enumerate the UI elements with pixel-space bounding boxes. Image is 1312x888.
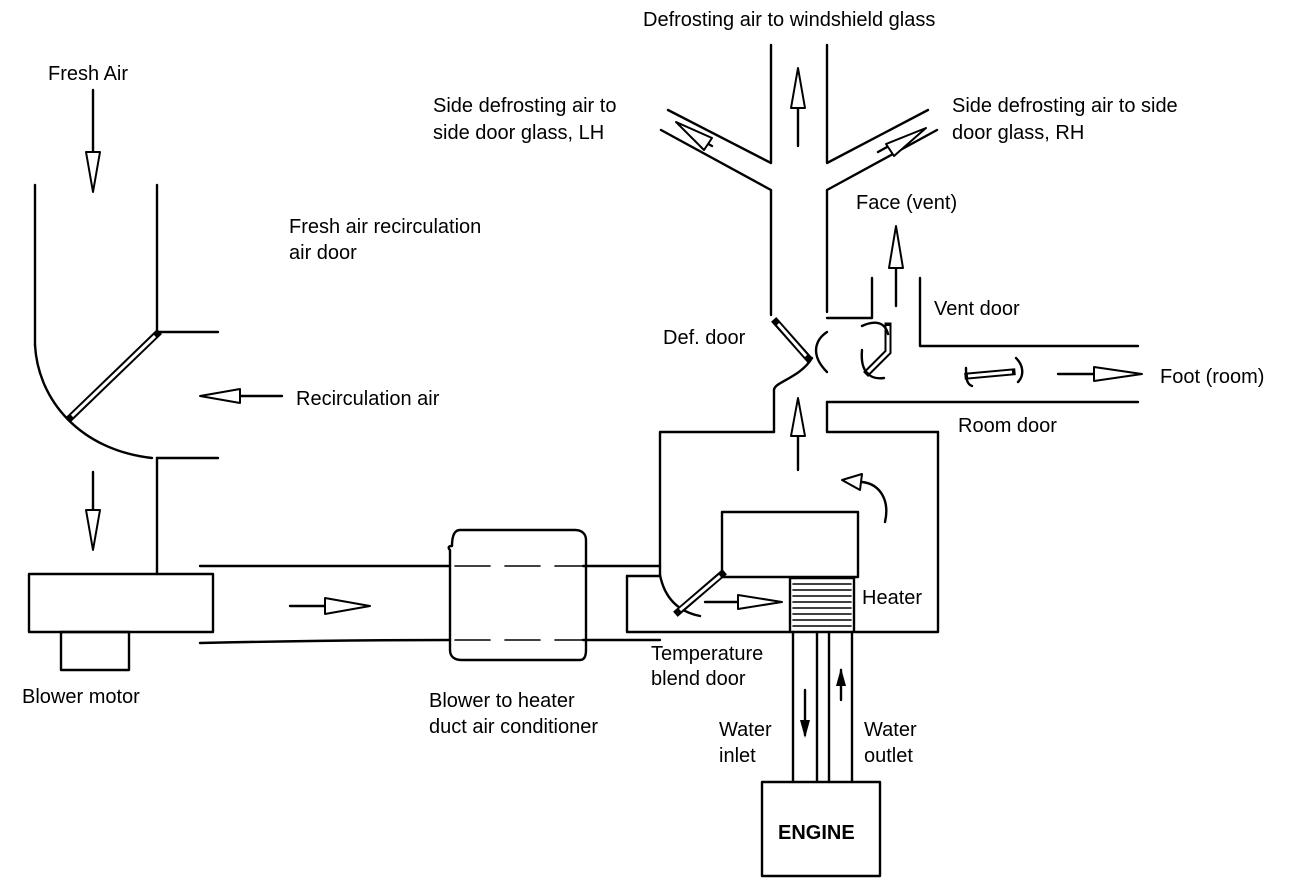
fresh-recirc-door	[65, 329, 162, 423]
air-conditioner-unit	[447, 528, 588, 662]
def-door	[771, 317, 813, 363]
labels: Fresh Air Defrosting air to windshield g…	[22, 9, 1264, 844]
arrow-heater-in-icon	[703, 594, 783, 610]
heater-core	[720, 510, 860, 634]
label-vent-door: Vent door	[934, 298, 1020, 320]
arrow-side-lh-icon	[675, 121, 714, 151]
label-water-inlet-line1: Water	[719, 719, 772, 741]
arrow-side-rh-icon	[876, 127, 927, 157]
arrow-foot-icon	[1056, 366, 1143, 382]
arrow-face-vent-icon	[888, 225, 904, 308]
label-blower-motor: Blower motor	[22, 686, 140, 708]
temperature-blend-door	[673, 569, 727, 617]
label-fresh-recirc-door-line2: air door	[289, 242, 357, 264]
arrow-duct-right-icon	[288, 597, 371, 615]
vent-door	[860, 321, 892, 377]
intake-duct	[33, 183, 220, 576]
arrow-fresh-air-icon	[85, 88, 101, 193]
blower-motor	[27, 572, 215, 672]
arrow-intake-down-icon	[85, 470, 101, 551]
label-recirculation-air: Recirculation air	[296, 388, 440, 410]
label-water-outlet-line2: outlet	[864, 745, 913, 767]
room-door	[964, 366, 1016, 388]
label-def-door: Def. door	[663, 327, 746, 349]
label-face-vent: Face (vent)	[856, 192, 957, 214]
label-temp-blend-line1: Temperature	[651, 643, 763, 665]
label-side-defrost-lh-line1: Side defrosting air to	[433, 95, 616, 117]
label-fresh-air: Fresh Air	[48, 63, 128, 85]
arrow-up-heater-icon	[790, 397, 806, 472]
label-water-inlet-line2: inlet	[719, 745, 756, 767]
label-blower-duct-line2: duct air conditioner	[429, 716, 598, 738]
label-heater: Heater	[862, 587, 922, 609]
label-blower-duct-line1: Blower to heater	[429, 690, 575, 712]
label-defrost-windshield: Defrosting air to windshield glass	[643, 9, 935, 31]
label-room-door: Room door	[958, 415, 1057, 437]
arrow-heater-bypass-icon	[841, 473, 888, 524]
label-side-defrost-lh-line2: side door glass, LH	[433, 122, 604, 144]
label-engine: ENGINE	[778, 822, 855, 844]
label-side-defrost-rh-line1: Side defrosting air to side	[952, 95, 1178, 117]
blower-heater-duct	[198, 564, 662, 645]
engine-block	[760, 780, 882, 878]
heater-case	[625, 388, 940, 634]
label-temp-blend-line2: blend door	[651, 668, 746, 690]
flow-arrows	[85, 67, 1143, 615]
label-fresh-recirc-door-line1: Fresh air recirculation	[289, 216, 481, 238]
label-foot-room: Foot (room)	[1160, 366, 1264, 388]
arrow-windshield-icon	[790, 67, 806, 148]
label-water-outlet-line1: Water	[864, 719, 917, 741]
arrow-recirculation-icon	[199, 388, 284, 404]
water-pipes	[791, 630, 854, 784]
label-side-defrost-rh-line2: door glass, RH	[952, 122, 1084, 144]
